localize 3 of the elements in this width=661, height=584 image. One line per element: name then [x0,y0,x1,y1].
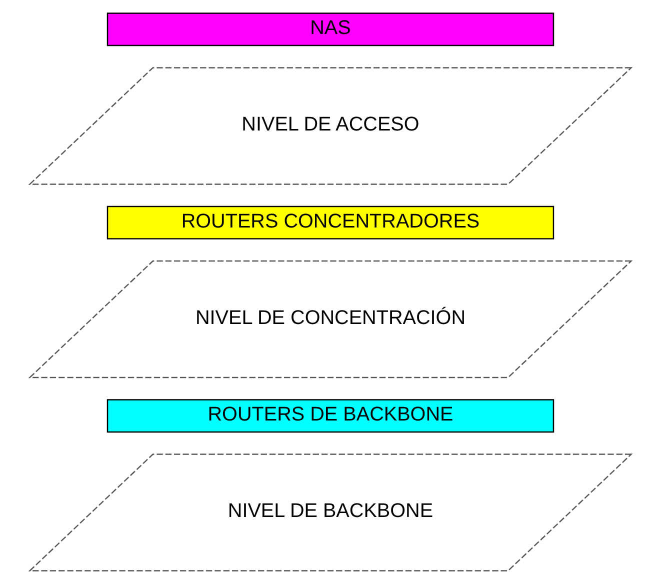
node-box: NAS [106,12,554,46]
node-box: ROUTERS DE BACKBONE [106,399,554,433]
node-box: ROUTERS CONCENTRADORES [106,206,554,240]
